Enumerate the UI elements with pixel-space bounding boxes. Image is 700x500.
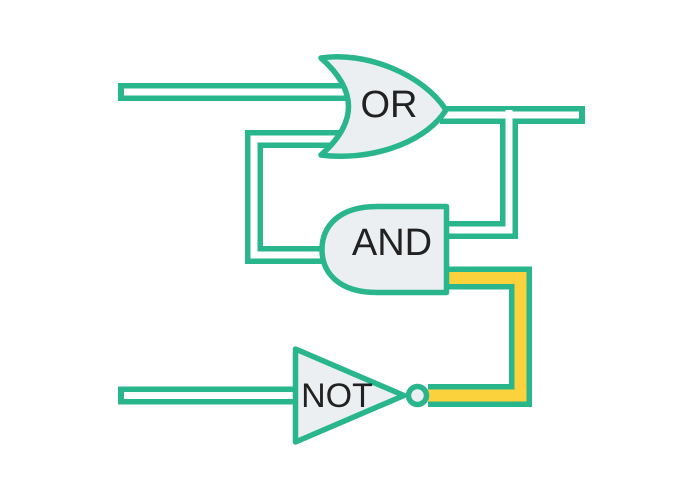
not-gate-label: NOT (301, 377, 373, 415)
not-inversion-bubble-icon (405, 383, 430, 408)
wire-and-feedback-to-or-core (250, 135, 345, 259)
wire-or-to-and-branch-core (446, 110, 513, 234)
wire-not-to-and-highlight-signal (428, 272, 527, 402)
or-gate-body (318, 54, 449, 160)
and-gate-body (319, 203, 450, 296)
and-gate-label: AND (352, 222, 432, 264)
or-gate-label: OR (361, 84, 418, 126)
not-gate-body (292, 346, 407, 445)
